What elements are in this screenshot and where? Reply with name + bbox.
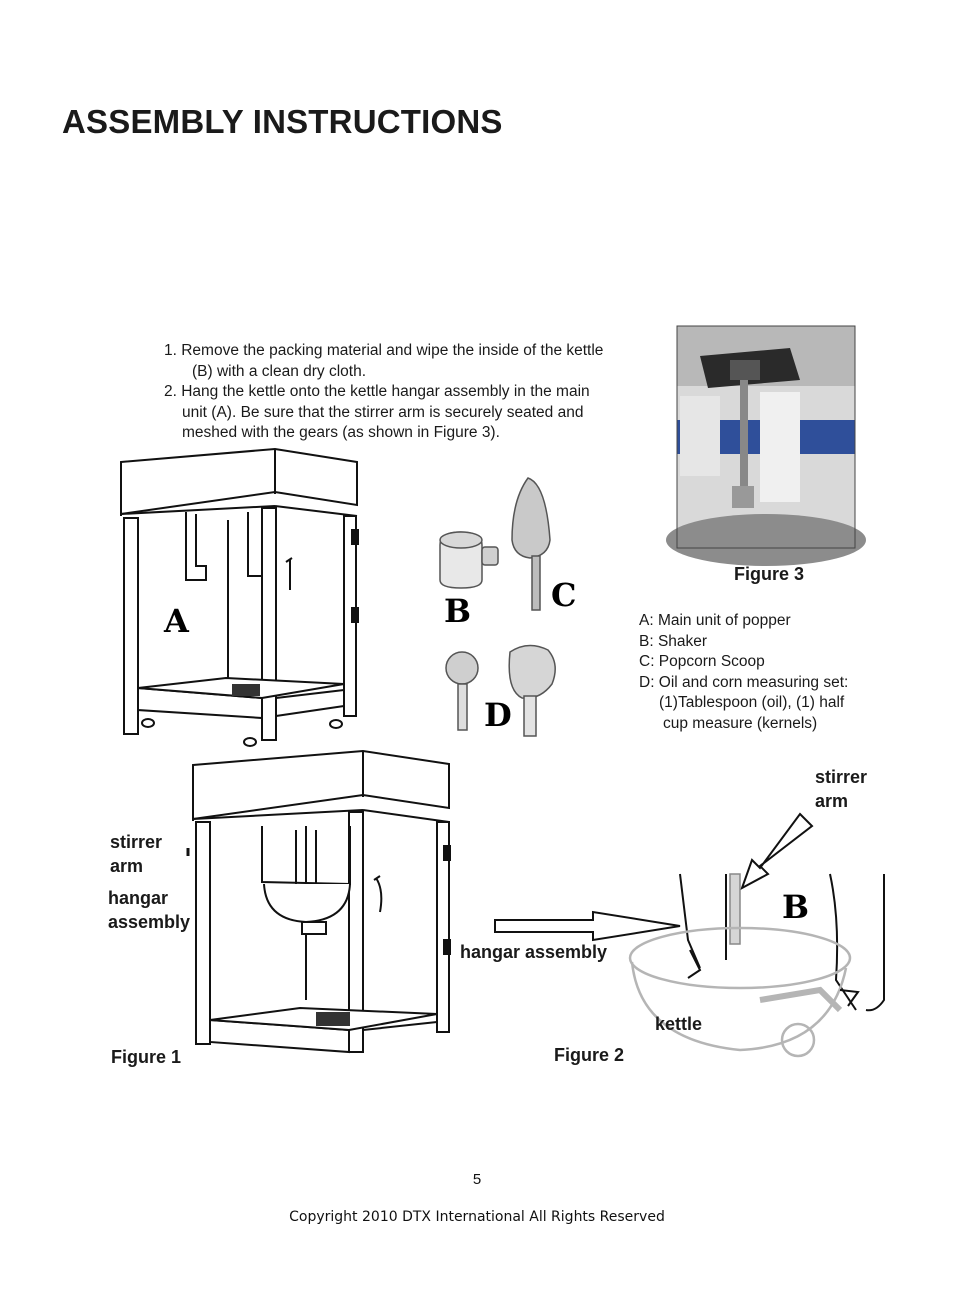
part-letter-c: C [551,576,576,614]
figure-1-caption: Figure 1 [111,1047,182,1067]
figure-1-stirrer-arm-label: stirrer arm [110,832,163,876]
kettle-letter-b: B [782,888,809,926]
page-title: ASSEMBLY INSTRUCTIONS [62,103,503,140]
page-number: 5 [472,1171,482,1188]
figure-1-drawing [186,749,451,1054]
popper-unit-a-drawing [120,447,359,747]
legend-a: A: Main unit of popper [639,612,791,629]
step-1-line-1: 1. Remove the packing material and wipe … [164,342,604,359]
figure-2-drawing [494,812,885,1058]
parts-legend: A: Main unit of popper B: Shaker C: Popc… [639,611,848,734]
part-letter-d: D [484,696,512,734]
assembly-steps: 1. Remove the packing material and wipe … [164,341,664,444]
figure-2-stirrer-arm-label: stirrer arm [815,767,868,811]
legend-d-detail-2: cup measure (kernels) [663,714,818,732]
part-letter-b: B [444,592,471,630]
part-letter-a: A [163,602,190,640]
figure-2-caption: Figure 2 [554,1045,625,1065]
step-2-line-1: 2. Hang the kettle onto the kettle hanga… [164,383,590,400]
step-2-line-2: unit (A). Be sure that the stirrer arm i… [182,403,584,421]
figure-3-caption: Figure 3 [734,564,805,584]
legend-b: B: Shaker [639,632,708,650]
step-2-line-3: meshed with the gears (as shown in Figur… [182,424,500,441]
shaker-drawing [439,531,499,589]
legend-d: D: Oil and corn measuring set: [639,673,849,691]
figure-2-hangar-assembly-label: hangar assembly [460,942,608,962]
step-1-line-2: (B) with a clean dry cloth. [192,362,367,380]
scoop-drawing [511,477,551,611]
copyright-notice: Copyright 2010 DTX International All Rig… [289,1209,665,1225]
figure-1-hangar-assembly-label: hangar assembly [108,888,191,932]
legend-c: C: Popcorn Scoop [639,653,765,670]
figure-3-photo [666,325,866,566]
measuring-set-drawing [445,644,556,737]
legend-d-detail-1: (1)Tablespoon (oil), (1) half [659,694,845,711]
figure-2-kettle-label: kettle [655,1014,703,1034]
